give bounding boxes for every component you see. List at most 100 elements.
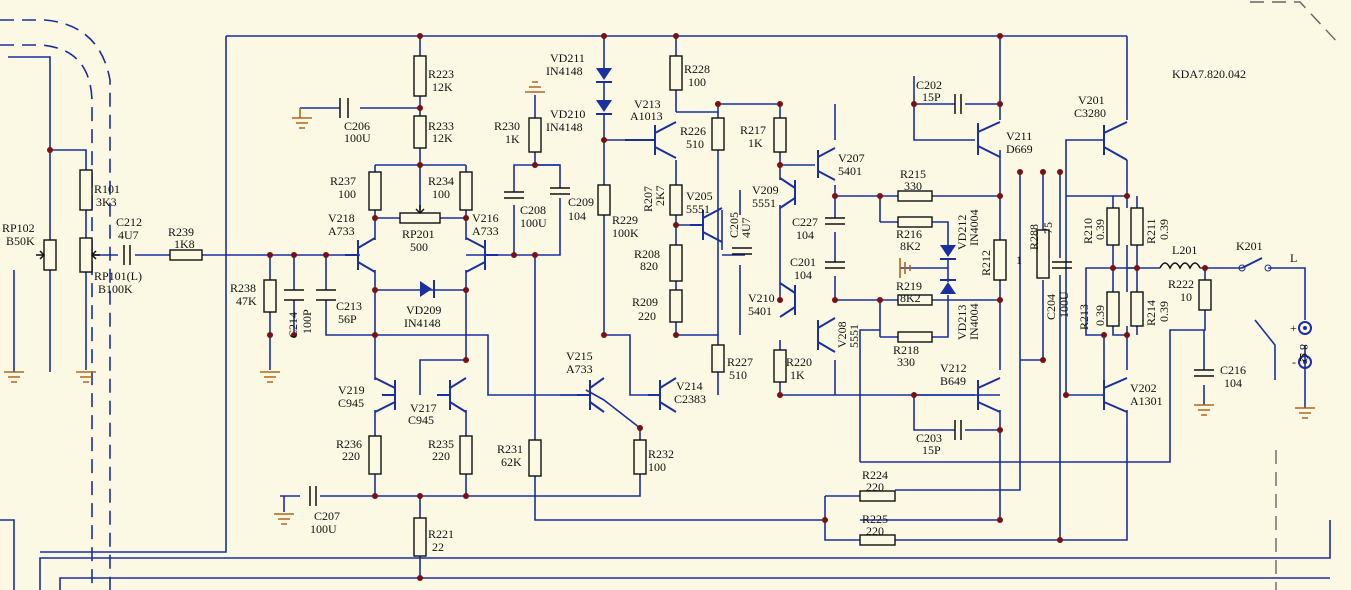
label-R231-val: 62K [501, 455, 522, 469]
label-V219-id: V219 [338, 383, 365, 397]
label-R230-val: 1K [505, 132, 520, 146]
label-V207-val: 5401 [838, 164, 862, 178]
label-RP201-id: RP201 [402, 227, 435, 241]
label-R224-id: R224 [862, 468, 888, 482]
label-R211-id: R211 [1144, 218, 1158, 244]
label-C216-val: 104 [1224, 376, 1242, 390]
label-R207-val: 2K7 [653, 185, 667, 206]
label-V202-id: V202 [1130, 381, 1157, 395]
label-R230-id: R230 [494, 119, 520, 133]
label-R101-val: 3K3 [96, 195, 117, 209]
label-R225-id: R225 [862, 512, 888, 526]
label-VD213-val: IN4004 [967, 303, 981, 340]
label-VD209-val: IN4148 [404, 316, 441, 330]
label-R234-val: 100 [432, 187, 450, 201]
label-V201-val: C3280 [1074, 106, 1106, 120]
label-R221-val: 22 [432, 540, 444, 554]
label-VD210-id: VD210 [550, 107, 585, 121]
label-R220-val: 1K [790, 368, 805, 382]
resistor-symbols [36, 55, 1212, 557]
label-R218-id: R218 [893, 343, 919, 357]
label-R236-id: R236 [336, 437, 362, 451]
label-C214-val: 100P [300, 309, 314, 334]
label-R237-id: R237 [330, 174, 356, 188]
label-R209-val: 220 [638, 309, 656, 323]
label-C201-id: C201 [790, 255, 816, 269]
label-R232-val: 100 [648, 460, 666, 474]
label-R209-id: R209 [632, 295, 658, 309]
label-switch: K201 [1236, 239, 1263, 253]
label-R227-val: 510 [729, 368, 747, 382]
label-R215-id: R215 [900, 167, 926, 181]
label-R214-val: 0.39 [1157, 301, 1171, 322]
label-C227-val: 104 [796, 228, 814, 242]
label-C212-id: C212 [116, 215, 142, 229]
label-C201-val: 104 [794, 268, 812, 282]
label-V212-val: B649 [940, 374, 966, 388]
label-C202-val: 15P [922, 90, 941, 104]
label-R220-id: R220 [786, 355, 812, 369]
label-R207-id: R207 [641, 186, 655, 212]
label-R226-id: R226 [680, 124, 706, 138]
label-V215-val: A733 [566, 362, 593, 376]
label-spk-plus: + [1290, 321, 1297, 335]
label-R225-val: 220 [866, 524, 884, 538]
diode-symbols [420, 68, 956, 298]
label-R234-id: R234 [428, 174, 454, 188]
label-R217-val: 1K [748, 136, 763, 150]
label-R216-id: R216 [896, 227, 922, 241]
label-VD212-id: VD212 [955, 215, 969, 250]
label-R215-val: 330 [904, 179, 922, 193]
label-RP201-val: 500 [410, 240, 428, 254]
label-V211-id: V211 [1006, 129, 1032, 143]
label-V214-id: V214 [676, 379, 703, 393]
label-V217-id: V217 [410, 401, 437, 415]
label-R216-val: 8K2 [900, 239, 921, 253]
label-R210-val: 0.39 [1093, 219, 1107, 240]
label-R233-val: 12K [432, 131, 453, 145]
label-V212-id: V212 [940, 361, 967, 375]
label-R223-val: 12K [432, 80, 453, 94]
label-R239-id: R239 [168, 225, 194, 239]
label-C206-val: 100U [344, 131, 371, 145]
label-C208-val: 100U [520, 216, 547, 230]
label-R236-val: 220 [342, 449, 360, 463]
label-V205-val: 5551 [686, 202, 710, 216]
label-R214-id: R214 [1144, 300, 1158, 326]
label-VD213-id: VD213 [955, 305, 969, 340]
label-V215-id: V215 [566, 349, 593, 363]
label-R213-id: R213 [1077, 304, 1091, 330]
label-R212-id: R212 [979, 250, 993, 276]
label-C205-val: 4U7 [739, 217, 753, 238]
label-V211-val: D669 [1006, 142, 1033, 156]
label-C208-id: C208 [520, 203, 546, 217]
capacitor-symbols [123, 94, 1214, 506]
label-R224-val: 220 [866, 480, 884, 494]
label-R208-id: R208 [634, 247, 660, 261]
label-V218-val: A733 [328, 224, 355, 238]
label-spk-ohm: 8 Ω [1297, 344, 1311, 362]
label-RP101-val: B100K [98, 282, 133, 296]
label-R229-id: R229 [612, 213, 638, 227]
label-V205-id: V205 [686, 189, 713, 203]
label-R228-id: R228 [684, 62, 710, 76]
label-R219-id: R219 [896, 279, 922, 293]
label-switch-pos: L [1290, 251, 1297, 265]
label-VD211-id: VD211 [550, 51, 585, 65]
label-R235-id: R235 [428, 437, 454, 451]
label-inductor: L201 [1172, 243, 1197, 257]
label-V214-val: C2383 [674, 392, 706, 406]
label-V217-val: C945 [408, 413, 434, 427]
label-C207-id: C207 [314, 509, 340, 523]
label-C207-val: 100U [310, 522, 337, 536]
label-V213-val: A1013 [630, 109, 663, 123]
label-R217-id: R217 [740, 123, 766, 137]
label-R226-val: 510 [686, 137, 704, 151]
label-R222-id: R222 [1168, 277, 1194, 291]
label-R221-id: R221 [428, 527, 454, 541]
label-R235-val: 220 [432, 449, 450, 463]
label-R233-id: R233 [428, 119, 454, 133]
label-V209-val: 5551 [752, 196, 776, 210]
label-R222-val: 10 [1180, 290, 1192, 304]
